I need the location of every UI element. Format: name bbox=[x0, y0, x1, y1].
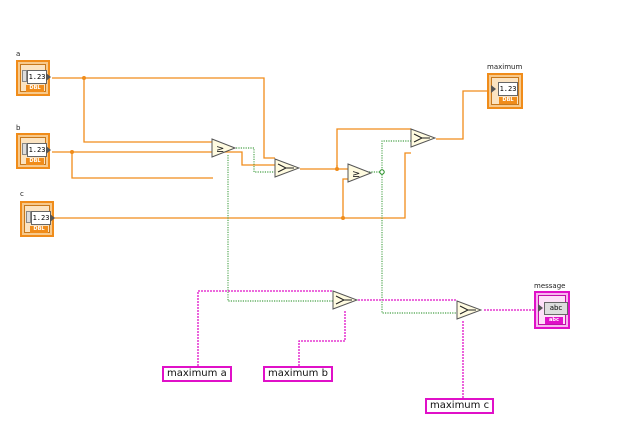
control-b-label: b bbox=[16, 124, 21, 132]
string-constant-maximum-a[interactable]: maximum a bbox=[162, 366, 232, 382]
control-c-type: DBL bbox=[30, 226, 48, 233]
indicator-message-value: abc bbox=[544, 302, 568, 315]
control-a-type: DBL bbox=[26, 85, 44, 92]
svg-text:≥: ≥ bbox=[352, 169, 360, 180]
increment-arrows-icon bbox=[22, 70, 27, 82]
select-node-2[interactable] bbox=[410, 128, 436, 148]
string-constant-maximum-c[interactable]: maximum c bbox=[425, 398, 495, 414]
control-c-terminal[interactable]: 1.23 DBL bbox=[20, 201, 55, 237]
indicator-message-terminal[interactable]: abc abc bbox=[534, 291, 570, 329]
input-arrow-icon bbox=[538, 304, 543, 312]
increment-arrows-icon bbox=[22, 143, 27, 155]
greater-or-equal-icon: ≥ bbox=[347, 163, 373, 183]
numeric-wires[interactable] bbox=[52, 77, 488, 219]
wire-junctions bbox=[70, 76, 385, 220]
control-a-terminal[interactable]: 1.23 DBL bbox=[16, 60, 51, 96]
control-b-type: DBL bbox=[26, 158, 44, 165]
output-arrow-icon bbox=[46, 146, 51, 154]
select-node-3[interactable] bbox=[332, 290, 358, 310]
select-icon bbox=[410, 128, 436, 148]
select-icon bbox=[274, 158, 300, 178]
increment-arrows-icon bbox=[26, 211, 31, 223]
control-b-terminal[interactable]: 1.23 DBL bbox=[16, 133, 51, 169]
indicator-message-label: message bbox=[534, 282, 566, 290]
control-a-label: a bbox=[16, 50, 21, 58]
select-node-4[interactable] bbox=[456, 300, 482, 320]
control-b-value: 1.23 bbox=[27, 143, 47, 157]
control-a-value: 1.23 bbox=[27, 70, 47, 84]
compare-node-2[interactable]: ≥ bbox=[347, 163, 373, 183]
indicator-message-type: abc bbox=[545, 317, 563, 324]
select-icon bbox=[332, 290, 358, 310]
input-arrow-icon bbox=[491, 85, 496, 93]
greater-or-equal-icon: ≥ bbox=[211, 138, 237, 158]
string-wires[interactable] bbox=[197, 290, 534, 398]
output-arrow-icon bbox=[50, 214, 55, 222]
output-arrow-icon bbox=[46, 73, 51, 81]
select-node-1[interactable] bbox=[274, 158, 300, 178]
compare-node-1[interactable]: ≥ bbox=[211, 138, 237, 158]
indicator-maximum-type: DBL bbox=[499, 97, 517, 104]
select-icon bbox=[456, 300, 482, 320]
indicator-maximum-label: maximum bbox=[487, 63, 523, 71]
indicator-maximum-terminal[interactable]: 1.23 DBL bbox=[487, 73, 523, 109]
boolean-wires[interactable] bbox=[227, 140, 457, 314]
control-c-label: c bbox=[20, 190, 24, 198]
svg-text:≥: ≥ bbox=[216, 144, 224, 155]
control-c-value: 1.23 bbox=[31, 211, 51, 225]
indicator-maximum-value: 1.23 bbox=[498, 82, 518, 96]
string-constant-maximum-b[interactable]: maximum b bbox=[263, 366, 333, 382]
